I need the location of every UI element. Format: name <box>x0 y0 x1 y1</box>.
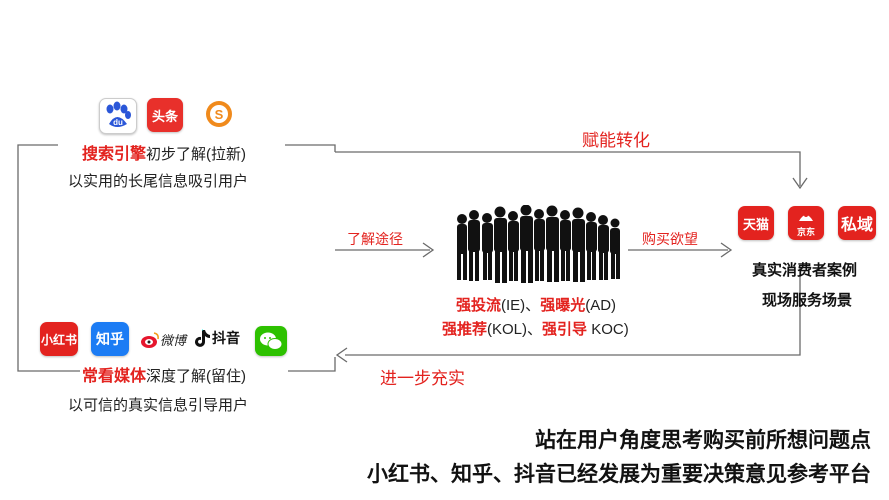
strong-recommend: 强推荐 <box>442 321 488 338</box>
top-arrow-line <box>335 151 801 186</box>
summary-line-1: 站在用户角度思考购买前所想问题点 <box>535 429 871 452</box>
left-bracket-line <box>17 144 80 372</box>
media-bold: 常看媒体 <box>82 368 147 385</box>
strong-exposure: 强曝光 <box>540 297 586 314</box>
toutiao-label: 头条 <box>151 108 178 124</box>
service-scene-text: 现场服务场景 <box>762 292 853 309</box>
koc-label: KOC) <box>587 321 629 338</box>
right-mid-arrowhead <box>720 242 733 258</box>
bottom-right-line <box>345 268 801 356</box>
weibo-label: 微博 <box>160 333 187 348</box>
sogou-icon: S <box>203 98 235 130</box>
baidu-label: du <box>113 118 123 127</box>
bottom-box-right-line <box>288 357 336 372</box>
private-domain-icon: 私域 <box>838 206 876 240</box>
search-engine-bold: 搜索引擎 <box>82 146 147 163</box>
left-mid-arrowhead <box>422 242 435 258</box>
kol-label: (KOL)、 <box>487 321 543 338</box>
xiaohongshu-icon: 小红书 <box>40 322 78 356</box>
private-domain-label: 私域 <box>840 217 873 234</box>
jd-icon: 京东 <box>788 206 824 240</box>
right-mid-arrow-label: 购买欲望 <box>642 231 698 247</box>
search-engine-desc: 以实用的长尾信息吸引用户 <box>68 173 249 190</box>
media-desc: 以可信的真实信息引导用户 <box>68 397 249 414</box>
toutiao-icon: 头条 <box>147 98 183 132</box>
svg-text:S: S <box>215 107 224 122</box>
search-engine-line: 搜索引擎初步了解(拉新) <box>82 140 246 164</box>
wechat-icon <box>255 326 287 356</box>
weibo-icon: 微博 <box>140 330 186 349</box>
center-line-2: 强推荐(KOL)、强引导 KOC) <box>442 318 629 339</box>
consumer-case-text: 真实消费者案例 <box>752 262 858 279</box>
ie-label: (IE)、 <box>501 297 541 314</box>
strong-traffic: 强投流 <box>456 297 502 314</box>
media-rest: 深度了解(留住) <box>146 368 247 385</box>
left-mid-arrow-label: 了解途径 <box>347 231 403 247</box>
crowd-silhouette-image <box>457 205 620 283</box>
xiaohongshu-label: 小红书 <box>40 332 77 347</box>
top-box-right-line <box>285 144 336 152</box>
ad-label: (AD) <box>585 297 617 314</box>
jd-label: 京东 <box>796 226 815 237</box>
tmall-icon: 天猫 <box>738 206 774 240</box>
zhihu-icon: 知乎 <box>91 322 129 356</box>
summary-line-2: 小红书、知乎、抖音已经发展为重要决策意见参考平台 <box>367 463 871 486</box>
top-arrowhead <box>792 177 808 190</box>
tmall-label: 天猫 <box>742 216 769 232</box>
bottom-arrow-label: 进一步充实 <box>380 369 465 388</box>
media-line: 常看媒体深度了解(留住) <box>82 362 246 386</box>
search-engine-rest: 初步了解(拉新) <box>146 146 247 163</box>
zhihu-label: 知乎 <box>96 331 124 347</box>
douyin-label: 抖音 <box>212 330 240 346</box>
top-arrow-label: 赋能转化 <box>582 131 650 150</box>
douyin-icon: 抖音 <box>194 328 240 348</box>
center-line-1: 强投流(IE)、强曝光(AD) <box>456 294 616 315</box>
person-figure <box>457 214 467 280</box>
baidu-icon: du <box>99 98 137 134</box>
strong-guide: 强引导 <box>542 321 588 338</box>
bottom-arrowhead <box>335 347 348 363</box>
